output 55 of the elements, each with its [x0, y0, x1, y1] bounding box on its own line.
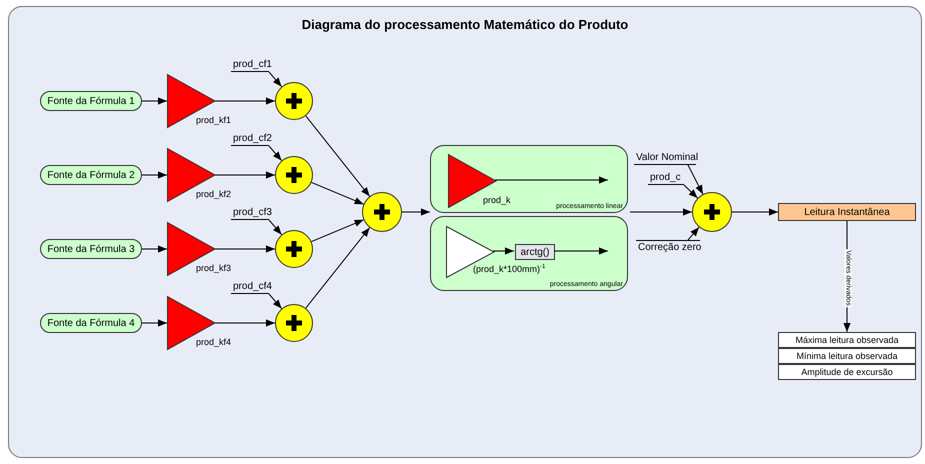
input-label: prod_cf3 — [231, 207, 269, 220]
input-label: prod_c — [648, 172, 684, 185]
arrow — [305, 227, 370, 309]
arrow — [311, 182, 364, 205]
input-label: prod_cf1 — [231, 59, 269, 72]
summing-junction — [362, 192, 402, 232]
arrow — [142, 97, 168, 105]
input-label: prod_cf2 — [231, 133, 269, 146]
arrow — [630, 208, 692, 216]
arrow — [142, 245, 168, 253]
arrow — [214, 245, 276, 253]
source-node: Fonte da Fórmula 4 — [40, 313, 142, 333]
arrow — [214, 171, 276, 179]
arrow — [494, 176, 608, 184]
arrow — [492, 247, 514, 255]
arrow — [688, 164, 704, 195]
arrow — [268, 146, 282, 162]
summing-junction — [275, 82, 313, 120]
source-node: Fonte da Fórmula 2 — [40, 165, 142, 185]
arrow — [305, 115, 370, 197]
gain-label: prod_kf2 — [196, 189, 232, 199]
source-node: Fonte da Fórmula 3 — [40, 239, 142, 259]
function-box: arctg() — [515, 244, 555, 260]
table-row: Mínima leitura observada — [778, 348, 916, 364]
table-row: Máxima leitura observada — [778, 332, 916, 348]
arrow — [142, 171, 168, 179]
processing-panel — [430, 145, 628, 213]
arrow — [554, 247, 608, 255]
gain-label: prod_kf1 — [196, 115, 232, 125]
table-row: Amplitude de excursão — [778, 364, 916, 380]
arrow — [311, 219, 364, 242]
input-label: Valor Nominal — [634, 152, 696, 165]
gain-label: prod_kf3 — [196, 263, 232, 273]
source-node: Fonte da Fórmula 1 — [40, 91, 142, 111]
gain-label: prod_k — [483, 195, 511, 205]
arrow — [214, 97, 276, 105]
summing-junction — [275, 304, 313, 342]
arrow — [268, 294, 282, 310]
summing-junction — [692, 192, 732, 232]
output-box: Leitura Instantânea — [778, 203, 916, 221]
arrow — [142, 319, 168, 327]
arrow — [214, 319, 276, 327]
input-label: Correção zero — [636, 240, 700, 254]
summing-junction — [275, 230, 313, 268]
arrow — [268, 72, 282, 88]
arrow — [402, 208, 430, 216]
gain-label: prod_kf4 — [196, 337, 232, 347]
diagram-title: Diagrama do processamento Matemático do Produto — [300, 17, 630, 32]
summing-junction — [275, 156, 313, 194]
arrow — [268, 220, 282, 236]
gain-label: (prod_k*100mm)$^{-1}$ — [473, 264, 546, 274]
arrow — [732, 208, 778, 216]
arrow — [684, 184, 698, 199]
processing-panel — [430, 216, 628, 291]
arrow — [688, 226, 700, 240]
